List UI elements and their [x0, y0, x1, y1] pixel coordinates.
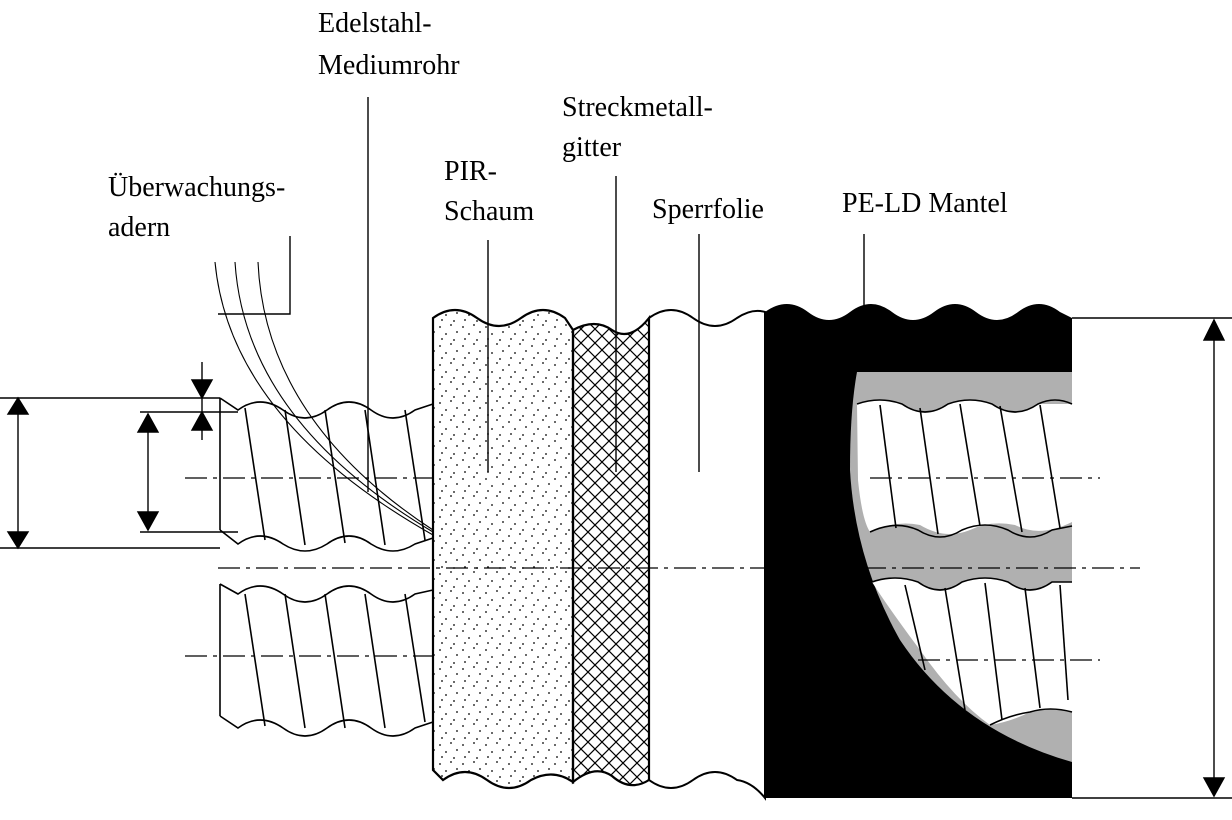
- pir-schaum-layer: [431, 308, 575, 790]
- dimension-lines: [0, 317, 1232, 799]
- axis-lines: [185, 477, 1140, 661]
- label-edelstahl-line1: Edelstahl-: [318, 8, 432, 39]
- label-ueberwachung-line2: adern: [108, 212, 170, 243]
- label-sperrfolie: Sperrfolie: [652, 194, 764, 225]
- pe-ld-mantel: [765, 304, 1072, 798]
- label-streckmetall-line1: Streckmetall-: [562, 92, 713, 123]
- label-pir-line2: Schaum: [444, 196, 534, 227]
- cutaway-corrugated-pipe: [856, 399, 1073, 726]
- label-edelstahl-line2: Mediumrohr: [318, 50, 460, 81]
- streckmetall-layer: [571, 314, 651, 787]
- label-streckmetall-line2: gitter: [562, 132, 622, 163]
- leader-lines: [218, 97, 865, 492]
- labels: Edelstahl- Mediumrohr Streckmetall- gitt…: [108, 8, 1008, 243]
- label-pir-line1: PIR-: [444, 156, 497, 187]
- ueberwachungsadern-wires: [214, 261, 434, 536]
- sperrfolie-layer: [648, 309, 766, 801]
- label-ueberwachung-line1: Überwachungs-: [108, 172, 285, 203]
- edelstahl-mediumrohr: [219, 397, 434, 737]
- label-pe-ld-mantel: PE-LD Mantel: [842, 188, 1008, 219]
